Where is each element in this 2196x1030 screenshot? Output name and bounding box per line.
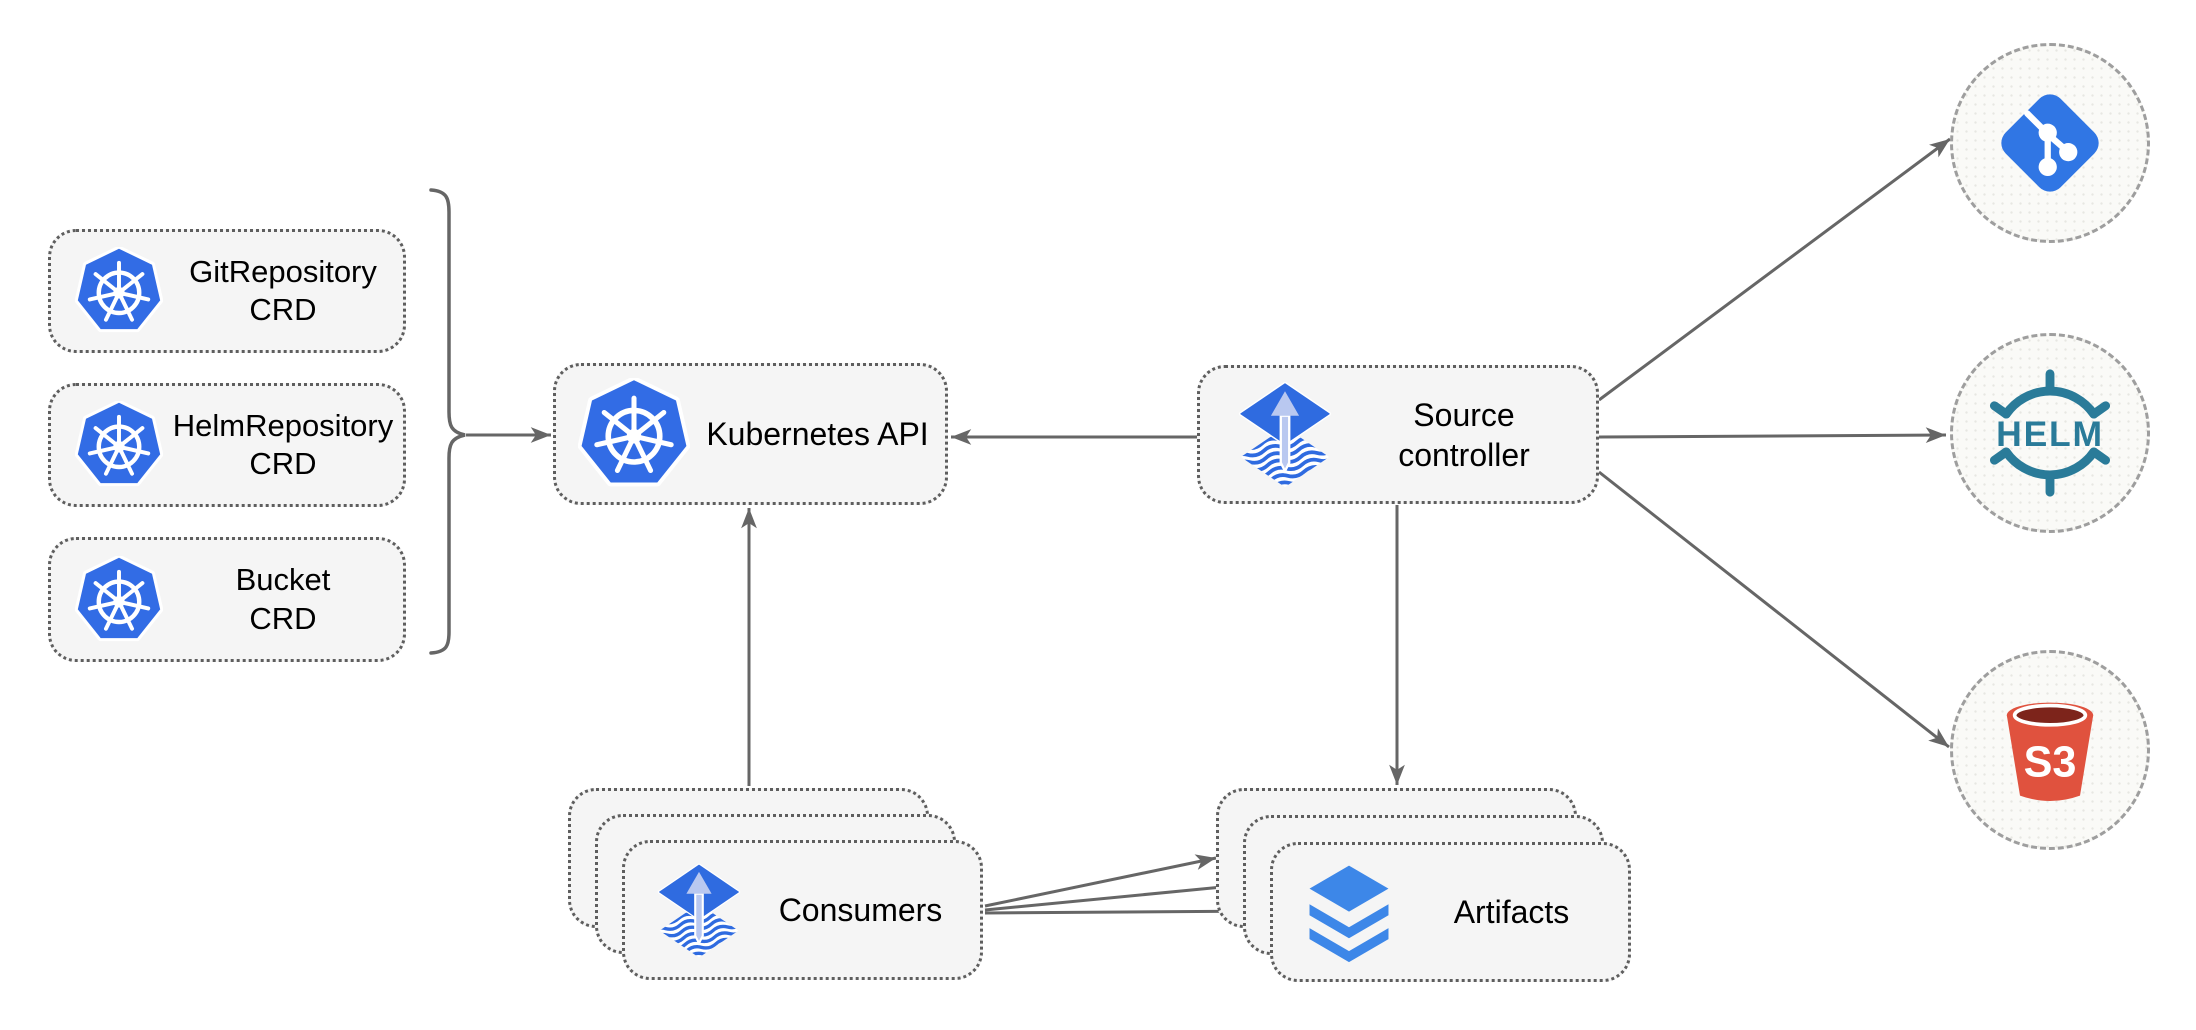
- node-label: Source controller: [1332, 395, 1596, 475]
- helm-repository-circle: HELM: [1950, 333, 2150, 533]
- kubernetes-icon: [578, 378, 690, 490]
- node-label-line1: Source: [1413, 396, 1515, 433]
- s3-logo-text: S3: [2024, 738, 2077, 786]
- artifacts-node: Artifacts: [1270, 842, 1631, 982]
- layers-icon: [1303, 862, 1395, 963]
- kubernetes-api-node: Kubernetes API: [553, 363, 948, 505]
- arrow-source-controller-to-s3: [1598, 470, 1950, 749]
- bucket-crd-node: Bucket CRD: [48, 537, 406, 662]
- gitrepository-crd-node: GitRepository CRD: [48, 229, 406, 353]
- flux-icon: [1238, 378, 1332, 491]
- node-label-line2: CRD: [249, 446, 317, 481]
- helm-logo-text: HELM: [1996, 414, 2104, 454]
- git-icon: [1993, 86, 2107, 200]
- helmrepository-crd-node: HelmRepository CRD: [48, 383, 406, 507]
- node-label: Consumers: [778, 892, 943, 928]
- arrow-source-controller-to-helm: [1598, 427, 1947, 443]
- node-label: Bucket CRD: [163, 561, 403, 638]
- kubernetes-icon: [75, 556, 163, 644]
- kubernetes-icon: [75, 247, 163, 335]
- s3-bucket-icon: S3: [1990, 690, 2110, 810]
- s3-bucket-circle: S3: [1950, 650, 2150, 850]
- node-label-line2: CRD: [249, 292, 317, 327]
- crd-group-bracket: [429, 188, 466, 655]
- flux-icon: [657, 860, 741, 961]
- kubernetes-icon: [75, 401, 163, 489]
- node-label-line1: GitRepository: [189, 253, 377, 289]
- node-label: HelmRepository CRD: [163, 407, 403, 484]
- arrow-consumers-to-artifacts-middle: [984, 879, 1244, 912]
- node-label-line1: HelmRepository: [172, 407, 394, 443]
- node-label-line2: CRD: [249, 600, 317, 636]
- node-label: GitRepository CRD: [163, 253, 403, 330]
- source-controller-node: Source controller: [1197, 365, 1599, 504]
- node-label-line2: controller: [1398, 436, 1530, 473]
- git-repository-circle: [1950, 43, 2150, 243]
- node-label: Artifacts: [1453, 894, 1570, 930]
- arrow-source-controller-to-git: [1598, 137, 1951, 402]
- consumers-node: Consumers: [622, 840, 983, 980]
- node-label-line1: Bucket: [235, 562, 331, 598]
- arrow-consumers-to-artifacts-back: [984, 854, 1217, 908]
- helm-icon: HELM: [1979, 362, 2121, 504]
- node-label: Kubernetes API: [706, 416, 929, 452]
